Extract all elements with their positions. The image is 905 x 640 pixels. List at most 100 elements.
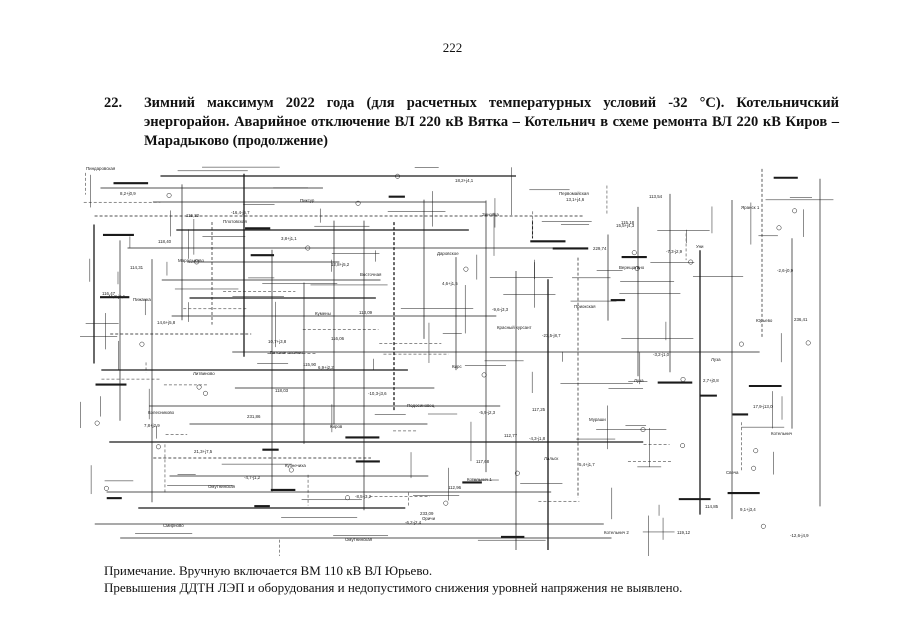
substation-label: Кумены [315,311,331,316]
voltage-label: 112,96 [448,485,462,490]
substation-label: Киров [330,424,343,429]
power-flow-label: 6,9+j2,2 [318,365,334,370]
substation-label: Котельнич 2 [604,530,629,535]
substation-label: Смирново [163,523,184,528]
substation-label: Юрьево [756,318,773,323]
voltage-label: 116,47 [102,291,116,296]
power-flow-label: -3,2-j1,0 [653,352,670,357]
power-flow-label: -10,3-j3,6 [368,391,387,396]
substation-label: Луза [634,378,644,383]
transformer-symbol [355,200,361,206]
voltage-label: 118,03 [275,388,289,393]
transformer-symbol [443,500,449,506]
power-flow-label: -12,6-j4,9 [790,533,809,538]
substation-label: Кирс [452,364,462,369]
section-heading: Зимний максимум 2022 года (для расчетных… [144,95,839,149]
substation-label: Мураши [589,417,606,422]
note-manual-switch: Примечание. Вручную включается ВМ 110 кВ… [104,563,433,578]
power-flow-label: -6,2-j2,4 [405,520,422,525]
power-flow-label: -7,3-j2,9 [666,249,683,254]
power-flow-label: -9,6-j3,3 [492,307,509,312]
transformer-symbol [688,259,694,265]
transformer-symbol [481,372,487,378]
substation-label: Литвиново [193,371,215,376]
transformer-symbol [94,420,100,426]
substation-label: Свеча [726,470,739,475]
substation-label: Пиндаровская [86,166,116,171]
power-flow-label: -2,6-j0,9 [777,268,794,273]
power-flow-label: 12,8+j5,2 [331,262,350,267]
transformer-symbol [155,444,161,450]
voltage-label: 115,32 [186,213,200,218]
substation-label: Омутнинская [208,484,236,489]
voltage-label: 115,90 [303,362,317,367]
power-flow-label: 21,3+j7,5 [194,449,213,454]
transformer-symbol [680,443,686,449]
substation-label: Вятские поляны [270,350,303,355]
transformer-symbol [631,250,637,256]
power-flow-label: 15,5+j4,3 [616,223,635,228]
power-flow-label: -11,8-j5,1 [107,294,126,299]
substation-label: Уни [696,244,704,249]
voltage-label: 236,41 [794,317,808,322]
power-flow-label: 7,8+j2,9 [144,423,160,428]
voltage-label: 118,40 [158,239,172,244]
voltage-label: 114,31 [130,265,144,270]
substation-label: Кузнечиха [285,463,306,468]
transformer-symbol [753,448,759,454]
voltage-label: 112,77 [504,433,518,438]
substation-label: Оричи [422,516,436,521]
transformer-symbol [166,192,172,198]
substation-label: Восточная [360,272,382,277]
transformer-symbol [792,208,798,214]
voltage-label: 117,25 [532,407,546,412]
substation-label: Яранск 1 [741,205,760,210]
transformer-symbol [196,384,202,390]
transformer-symbol [345,495,350,501]
substation-label: Пижанка [133,297,151,302]
transformer-symbol [305,245,311,251]
substation-label: Котельнич [771,431,792,436]
section-title: 22. Зимний максимум 2022 года (для расче… [104,94,839,151]
transformer-symbol [760,523,766,529]
power-flow-label: 4,6+j1,5 [442,281,458,286]
power-flow-label: 18,2+j4,1 [455,178,474,183]
power-flow-label: 17,9-j13,0 [753,404,773,409]
substation-label: Даровское [437,251,459,256]
note-no-overload: Превышения ДДТН ЛЭП и оборудования и нед… [104,580,683,595]
power-flow-label: -8,5-j3,2 [355,494,372,499]
transformer-symbol [288,467,294,473]
power-flow-label: 2,7+j0,8 [703,378,719,383]
voltage-label: 117,68 [476,459,490,464]
substation-label: Колесниково [148,410,175,415]
transformer-symbol [680,376,686,382]
power-flow-label: -5,9-j2,3 [479,410,496,415]
substation-label: Лальск [544,456,558,461]
voltage-label: 113,54 [649,194,663,199]
substation-label: Зиновка [482,212,499,217]
substation-label: Омутнинская [345,537,373,542]
power-flow-label: -23,5-j8,7 [542,333,561,338]
substation-label: Пиксур [300,198,315,203]
transformer-symbol [139,341,145,347]
substation-label: Приокская [574,304,596,309]
voltage-label: 233,09 [420,511,434,516]
substation-label: Подосиновец [407,403,435,408]
power-flow-label: -16,4-j6,7 [231,210,250,215]
substation-label: Марадыково [178,258,204,263]
page-number: 222 [442,40,463,55]
substation-label: Верещагино [619,265,645,270]
power-flow-label: 13,1+j4,6 [566,197,585,202]
power-flow-label: 9,1+j3,4 [740,507,756,512]
voltage-label: 116,06 [331,336,345,341]
transformer-symbol [640,427,646,432]
power-flow-label: -4,3-j1,8 [529,436,546,441]
transformer-symbol [751,465,757,471]
voltage-label: 115,18 [621,220,635,225]
section-number: 22. [104,95,123,111]
voltage-label: 119,12 [677,530,691,535]
power-flow-label: -4,7-j1,2 [244,475,261,480]
power-flow-label: 14,6+j5,8 [157,320,176,325]
